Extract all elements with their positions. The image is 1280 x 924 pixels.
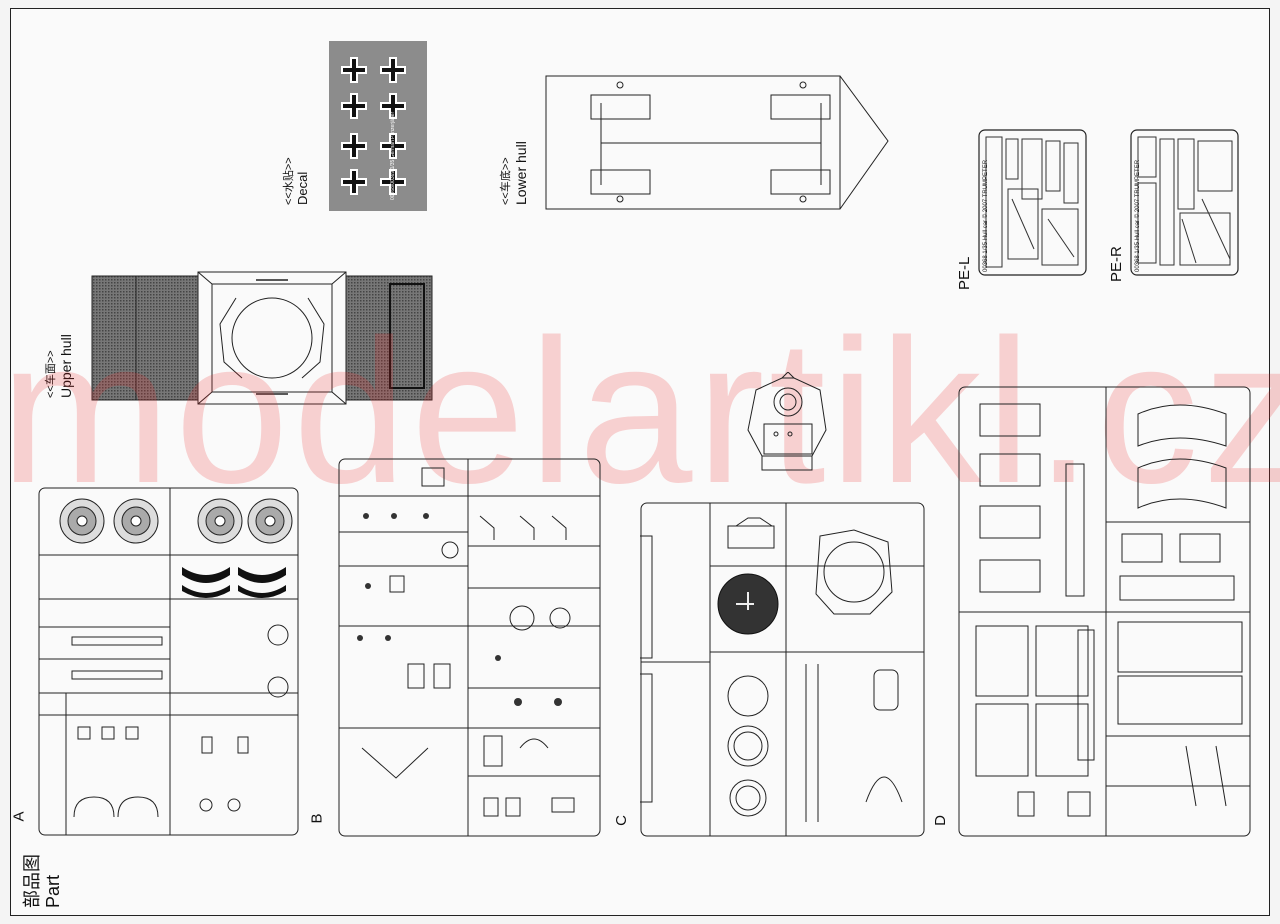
decal-label: <<水贴>> Decal <box>283 157 311 205</box>
part-label-en: Part <box>42 874 63 908</box>
sprue-c-letter: C <box>612 815 630 826</box>
turret-drawing <box>747 372 827 471</box>
part-label-cn: 部品图 <box>22 854 42 908</box>
pe-right-text: 00368 1/35 Hull car © 2007 TRUMPETER <box>1135 159 1141 272</box>
pe-right-fret <box>1130 129 1239 276</box>
pe-left-label: PE-L <box>956 256 973 290</box>
sprue-b-letter: B <box>308 813 326 824</box>
pe-left-text: 00368 1/35 Hull car © 2007 TRUMPETER <box>983 159 989 272</box>
pe-right-label: PE-R <box>1108 246 1125 282</box>
upper-hull-drawing <box>91 271 433 405</box>
upper-hull-label-en: Upper hull <box>57 334 74 398</box>
lower-hull-label: <<车底>> Lower hull <box>500 141 529 205</box>
lower-hull-label-cn: <<车底>> <box>500 157 512 205</box>
lower-hull-label-en: Lower hull <box>512 141 529 205</box>
sprue-a <box>38 487 299 836</box>
sprue-b <box>338 458 601 837</box>
decal-label-en: Decal <box>294 171 310 205</box>
decal-crosses <box>341 57 406 195</box>
sprue-d-letter: D <box>931 815 949 826</box>
sprue-c <box>640 502 925 837</box>
part-label: 部品图 Part <box>22 854 63 908</box>
lower-hull-drawing <box>545 75 889 210</box>
sprue-a-letter: A <box>10 811 28 822</box>
decal-label-cn: <<水贴>> <box>283 157 295 205</box>
decal-sheet-text: 00368/00369 1/35 German Panzerjäger <box>390 111 396 200</box>
sprue-d <box>958 386 1251 837</box>
upper-hull-label-cn: <<车面>> <box>45 350 57 398</box>
upper-hull-label: <<车面>> Upper hull <box>45 334 74 398</box>
pe-left-fret <box>978 129 1087 276</box>
